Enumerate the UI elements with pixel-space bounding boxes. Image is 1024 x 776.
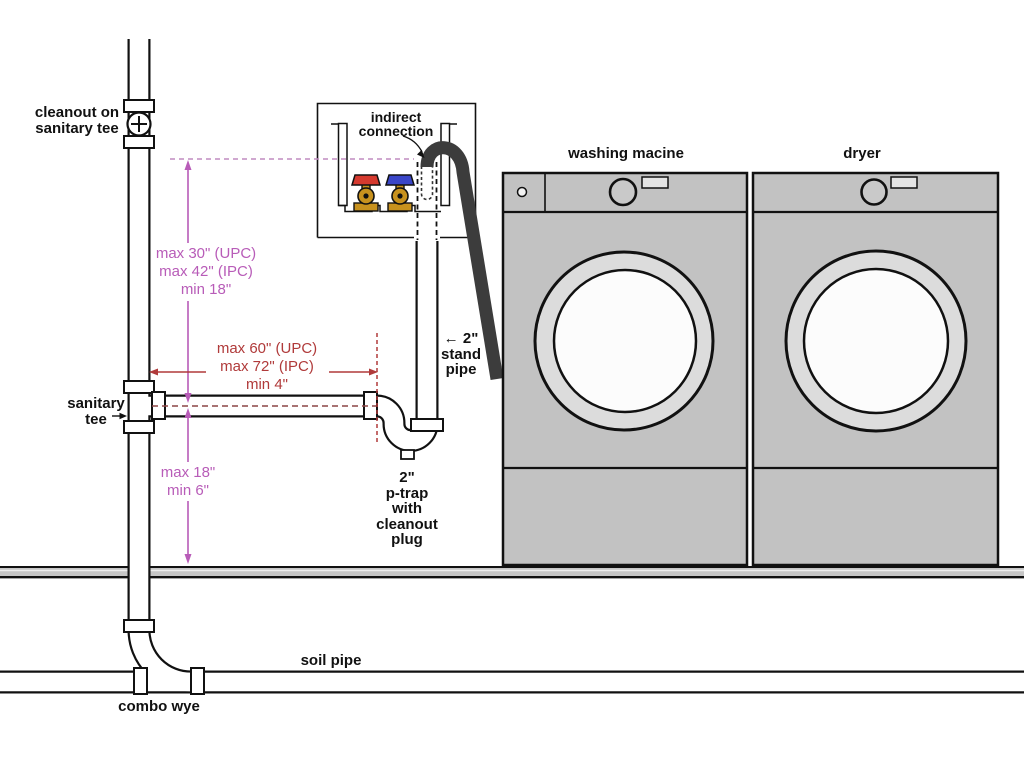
ptrap-label: 2" p-trap with cleanout plug [376,469,438,548]
standpipe-label: ← 2" stand pipe [440,330,482,378]
floor-band [0,566,1024,578]
arrowhead-up [184,160,192,170]
dryer-knob [860,178,888,206]
pipes [0,36,1024,694]
outlet-box-left-wall [337,122,348,207]
standpipe-hidden-section [416,162,438,240]
cold-valve-handle [384,174,416,186]
dryer-door-glass [802,267,950,415]
sanitary-tee-bottom-hub [123,420,155,434]
washing-machine-label: washing macine [568,145,684,162]
label-arrows [112,135,425,420]
outlet-box [316,102,477,239]
indirect-connection-arrow-line [402,135,423,153]
drain-hose [420,141,504,381]
washing-machine-figure [501,171,749,567]
standpipe-height-dimension: max 30" (UPC) max 42" (IPC) min 18" [155,245,257,298]
arrowhead-up [184,408,192,418]
floor-line [0,566,1024,579]
sanitary-tee-top-hub [123,380,155,394]
dimension-lines-purple [170,158,414,564]
hot-valve-handle [350,174,382,186]
indirect-connection-label: indirect connection [358,109,434,139]
combo-wye-left-hub [133,667,148,695]
washer-door-glass [552,268,698,414]
sanitary-tee-label: sanitary tee [67,395,125,428]
indirect-connection-arrowhead [417,149,425,158]
hot-water-valve [350,174,382,212]
cold-water-valve [384,174,416,212]
outlet-box-right-wall [440,122,451,207]
dryer-label: dryer [843,145,881,162]
cleanout-label: cleanout on sanitary tee [34,104,120,137]
sanitary-tee-arrow [119,412,127,420]
trap-standpipe-hub [410,418,444,432]
trap-cleanout-plug [400,449,415,460]
stack-bottom-coupling [123,619,155,633]
arrowhead-down [184,393,192,403]
combo-wye-right-hub [190,667,205,695]
fittings [123,99,444,695]
coupling [123,99,155,113]
washer-indicator-light [516,186,528,198]
dryer-display [890,176,918,189]
hose-end-hidden [420,166,434,201]
combo-wye-label: combo wye [118,698,200,715]
washer-knob [608,177,638,207]
arrowhead-right [369,368,378,376]
dimension-lines-red [149,333,378,443]
outlet-box-ledge [338,204,441,213]
soil-pipe-label: soil pipe [300,652,362,669]
arrowhead-left [149,368,158,376]
trap-arm-length-dimension: max 60" (UPC) max 72" (IPC) min 4" [216,340,318,393]
hose-hook [420,141,504,381]
washer-display [641,176,669,189]
arrowhead-down [184,554,192,564]
coupling [123,135,155,149]
dryer-figure [751,171,1000,567]
trap-height-dimension: max 18" min 6" [160,464,216,499]
